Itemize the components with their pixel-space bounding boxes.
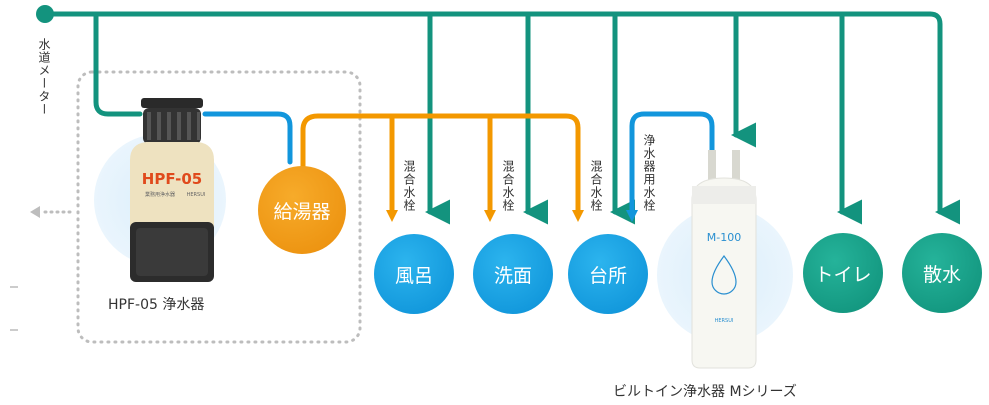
water-meter-node (36, 5, 54, 23)
mixer-faucet-label-3: 混合水栓 (589, 160, 603, 212)
hot-water-line (300, 113, 581, 215)
outlet-toilet-label: トイレ (814, 263, 872, 286)
outlet-kitchen-label: 台所 (588, 264, 627, 287)
outlet-toilet: トイレ (803, 233, 883, 313)
purified-line (202, 111, 715, 222)
m100-caption: ビルトイン浄水器 Mシリーズ (613, 384, 797, 400)
outlet-sprinkle: 散水 (902, 233, 982, 313)
m100-brand-label: HERSUI (715, 318, 734, 324)
water-heater-label: 給湯器 (273, 200, 331, 223)
hpf05-tank-label: HPF-05 (142, 170, 202, 188)
hpf05-tank-brand: HERSUI (187, 192, 206, 198)
mixer-faucet-label-2: 混合水栓 (501, 160, 515, 212)
hpf05-caption: HPF-05 浄水器 (108, 297, 205, 313)
m100-model-label: M-100 (707, 231, 741, 244)
hpf05-tank-image (130, 98, 214, 282)
purifier-faucet-label: 浄水器用水栓 (642, 134, 656, 212)
outlet-bath-label: 風呂 (394, 264, 433, 287)
water-meter-label: 水道メーター (37, 38, 51, 116)
hpf-enclosure (76, 70, 362, 344)
outlet-washbasin-label: 洗面 (493, 264, 532, 287)
outlet-washbasin: 洗面 (473, 234, 553, 314)
outlet-kitchen: 台所 (568, 234, 648, 314)
hot-arrow-bath (386, 210, 398, 222)
hpf05-tank-sublabel: 業務用浄水器 (145, 191, 175, 198)
outlet-bath: 風呂 (374, 234, 454, 314)
water-heater-circle: 給湯器 (258, 166, 346, 254)
hot-arrow-washbasin (484, 210, 496, 222)
outlet-arrow-left (30, 206, 72, 218)
mixer-faucet-label-1: 混合水栓 (402, 160, 416, 212)
outlet-sprinkle-label: 散水 (922, 263, 961, 286)
m100-purifier-image (691, 150, 757, 369)
hot-arrow-kitchen (572, 210, 584, 222)
main-supply-line (42, 11, 960, 225)
